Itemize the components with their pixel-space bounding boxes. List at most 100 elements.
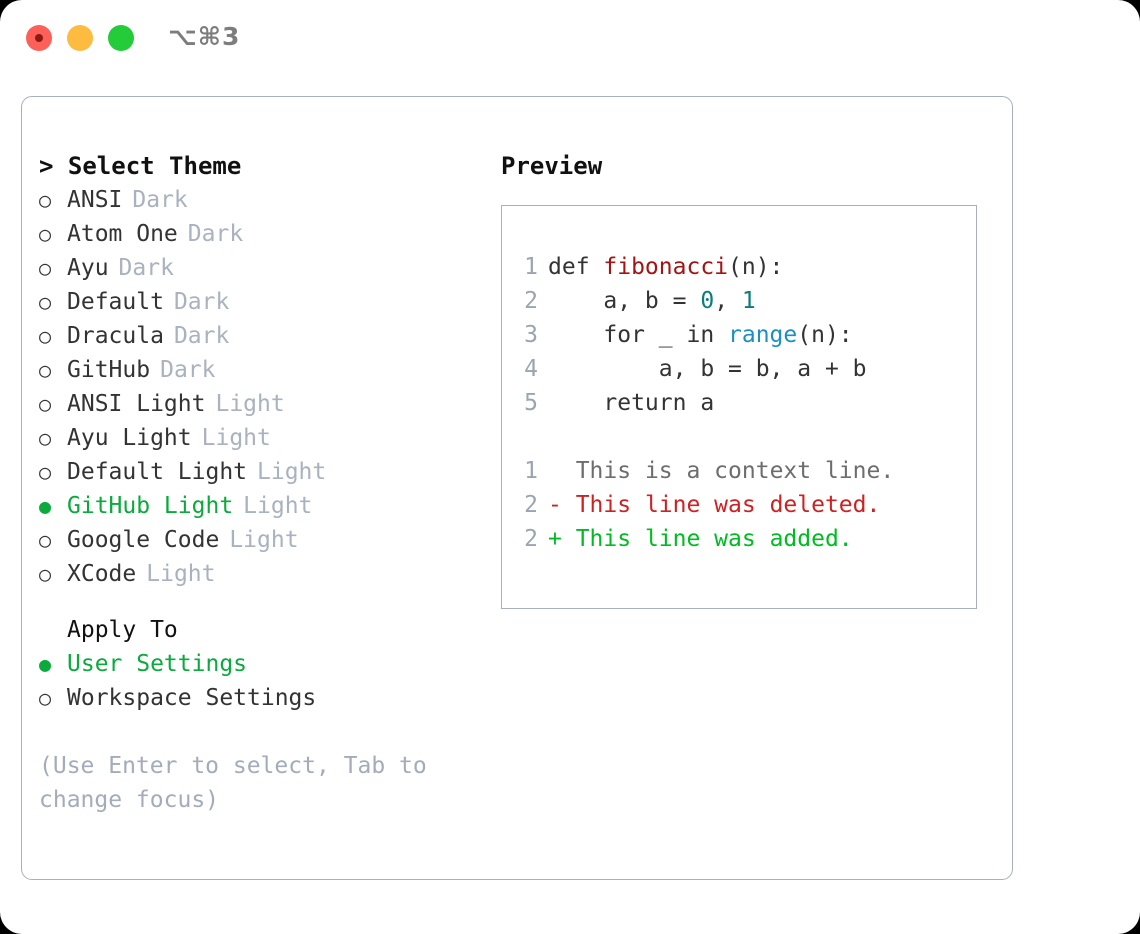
apply-to-label: User Settings: [67, 651, 248, 677]
radio-unselected-icon: ○: [39, 188, 52, 212]
diff-line-added: 2+ This line was added.: [502, 522, 976, 556]
radio-selected-icon: ●: [39, 652, 52, 676]
radio-unselected-icon: ○: [39, 324, 52, 348]
code-token-num: 1: [741, 288, 756, 314]
code-token-plain: return a: [548, 390, 715, 416]
code-token-fn: fibonacci: [603, 254, 729, 280]
diff-text: This is a context line.: [575, 458, 895, 484]
radio-unselected-icon: ○: [39, 392, 52, 416]
apply-to-header: Apply To: [67, 617, 178, 643]
code-text: a, b = b, a + b: [548, 352, 867, 386]
code-text: def fibonacci(n):: [548, 250, 783, 284]
code-line: 5 return a: [502, 386, 976, 420]
diff-line-context: 1 This is a context line.: [502, 454, 976, 488]
theme-name: Atom One: [67, 221, 178, 247]
code-line: 1 def fibonacci(n):: [502, 250, 976, 284]
code-token-num: 0: [700, 288, 715, 314]
code-token-plain: (n):: [797, 322, 853, 348]
keyboard-hint: (Use Enter to select, Tab to change focu…: [39, 753, 427, 813]
diff-sample: 1 This is a context line.2- This line wa…: [502, 454, 976, 556]
minimize-button-icon[interactable]: [67, 25, 93, 51]
apply-to-option-workspace-settings[interactable]: ○ Workspace Settings: [39, 681, 479, 715]
radio-unselected-icon: ○: [39, 562, 52, 586]
theme-category: Light: [146, 561, 216, 587]
select-theme-header: > Select Theme: [39, 152, 242, 180]
line-number: 2: [524, 288, 538, 314]
line-number: 1: [524, 458, 538, 484]
close-button-icon[interactable]: [26, 25, 52, 51]
line-number: 2: [524, 492, 538, 518]
diff-marker: [548, 454, 576, 488]
theme-category: Dark: [132, 187, 188, 213]
title-bar: ⌥⌘3: [0, 0, 1140, 78]
theme-option-ansi[interactable]: ○ ANSI Dark: [39, 183, 479, 217]
diff-text: This line was deleted.: [575, 492, 881, 518]
theme-category: Dark: [160, 357, 216, 383]
theme-option-default[interactable]: ○ Default Dark: [39, 285, 479, 319]
radio-selected-icon: ●: [39, 494, 52, 518]
theme-option-ansi-light[interactable]: ○ ANSI Light Light: [39, 387, 479, 421]
window-title: ⌥⌘3: [168, 22, 241, 51]
radio-unselected-icon: ○: [39, 686, 52, 710]
diff-marker: -: [548, 492, 576, 518]
code-token-plain: a, b =: [548, 288, 701, 314]
theme-category: Dark: [187, 221, 244, 247]
radio-unselected-icon: ○: [39, 256, 52, 280]
code-token-plain: a, b = b, a + b: [548, 356, 867, 382]
line-number: 5: [524, 390, 538, 416]
preview-header: Preview: [501, 152, 603, 180]
theme-name: XCode: [67, 561, 137, 587]
code-token-plain: def: [548, 254, 604, 280]
maximize-button-icon[interactable]: [108, 25, 134, 51]
theme-name: Ayu: [67, 255, 109, 281]
theme-name: ANSI Light: [67, 391, 206, 417]
code-text: return a: [548, 386, 714, 420]
theme-option-github-light[interactable]: ● GitHub Light Light: [39, 489, 479, 523]
diff-line-deleted: 2- This line was deleted.: [502, 488, 976, 522]
theme-category: Light: [215, 391, 285, 417]
line-number: 4: [524, 356, 538, 382]
theme-option-ayu-light[interactable]: ○ Ayu Light Light: [39, 421, 479, 455]
line-number: 1: [524, 254, 538, 280]
theme-option-github[interactable]: ○ GitHub Dark: [39, 353, 479, 387]
code-token-call: range: [728, 322, 798, 348]
theme-category: Dark: [173, 289, 230, 315]
apply-to-label: Workspace Settings: [67, 685, 317, 711]
code-token-plain: (n):: [728, 254, 784, 280]
theme-category: Dark: [118, 255, 174, 281]
theme-name: Default Light: [67, 459, 248, 485]
diff-spacer: [502, 420, 976, 454]
theme-name: GitHub Light: [67, 493, 234, 519]
theme-category: Dark: [173, 323, 230, 349]
theme-category: Light: [243, 493, 313, 519]
theme-option-xcode[interactable]: ○ XCode Light: [39, 557, 479, 591]
radio-unselected-icon: ○: [39, 290, 52, 314]
line-number: 3: [524, 322, 538, 348]
theme-name: Ayu Light: [67, 425, 192, 451]
diff-text: This line was added.: [575, 526, 853, 552]
apply-to-list: ● User Settings ○ Workspace Settings: [39, 647, 479, 715]
traffic-lights: [26, 25, 134, 51]
theme-option-ayu[interactable]: ○ Ayu Dark: [39, 251, 479, 285]
theme-name: ANSI: [67, 187, 123, 213]
radio-unselected-icon: ○: [39, 426, 52, 450]
radio-unselected-icon: ○: [39, 460, 52, 484]
theme-name: Default: [67, 289, 164, 315]
theme-name: GitHub: [67, 357, 151, 383]
code-text: for _ in range(n):: [548, 318, 853, 352]
theme-category: Light: [229, 527, 299, 553]
code-line: 4 a, b = b, a + b: [502, 352, 976, 386]
theme-category: Light: [201, 425, 271, 451]
apply-to-option-user-settings[interactable]: ● User Settings: [39, 647, 479, 681]
radio-unselected-icon: ○: [39, 358, 52, 382]
